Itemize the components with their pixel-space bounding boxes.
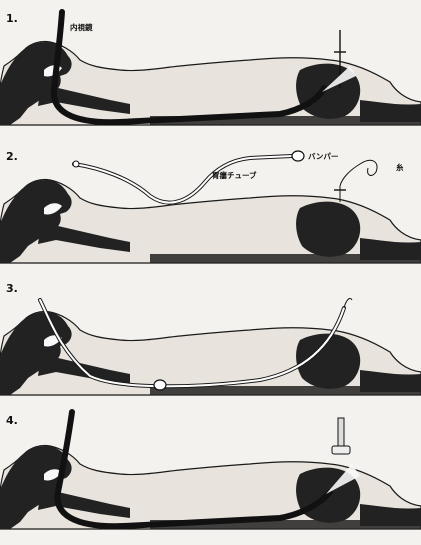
gastrostomy-tube — [74, 156, 292, 203]
external-fixture — [338, 418, 344, 450]
bumper-icon — [292, 151, 304, 161]
panel-step-2: 2. 胃瘻チューブ バンパー 糸 — [0, 150, 421, 263]
step-number-3: 3. — [6, 282, 18, 295]
thread — [340, 160, 377, 202]
label-bumper: バンパー — [308, 151, 338, 161]
panel-step-1: 1. 内視鏡 — [0, 12, 421, 125]
bumper-icon — [154, 380, 166, 390]
step-number-1: 1. — [6, 12, 18, 25]
label-gastrostomy-tube: 胃瘻チューブ — [212, 170, 257, 180]
panel-step-4: 4. — [0, 412, 421, 529]
label-endoscope: 内視鏡 — [70, 22, 93, 32]
step-number-2: 2. — [6, 150, 18, 163]
step-number-4: 4. — [6, 414, 18, 427]
panel-step-3: 3. — [0, 282, 421, 395]
label-thread: 糸 — [396, 162, 404, 172]
